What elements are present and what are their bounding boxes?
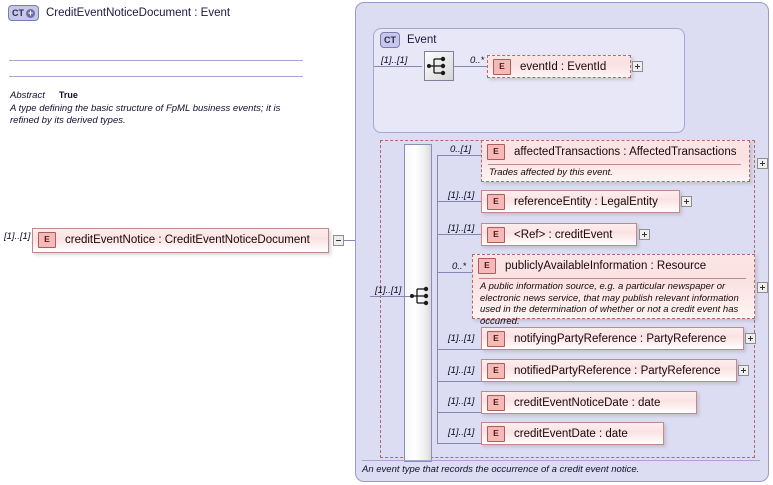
element-creditEvent-ref-expand-button[interactable] — [639, 229, 650, 240]
base-type-abstract-row: Abstract True — [10, 90, 78, 101]
referenceEntity-cardinality: [1]..[1] — [448, 190, 475, 201]
branch-line-creditEventDate — [437, 443, 481, 444]
base-type-header: CT Event — [380, 32, 436, 48]
element-affectedTransactions-documentation: Trades affected by this event. — [489, 167, 613, 178]
base-ct-badge-text: CT — [384, 34, 396, 45]
notifyingPartyReference-cardinality: [1]..[1] — [448, 333, 475, 344]
element-referenceEntity-row: E referenceEntity : LegalEntity — [482, 191, 679, 212]
sequence-icon-glyph — [427, 56, 446, 76]
ct-badge-text: CT — [12, 7, 24, 18]
complex-type-header: CT+ CreditEventNoticeDocument : Event — [8, 5, 230, 21]
element-badge-icon: E — [487, 193, 505, 210]
element-badge-icon: E — [487, 425, 505, 442]
root-element-collapse-button[interactable] — [333, 235, 344, 246]
element-creditEventNoticeDate-label: creditEventNoticeDate : date — [514, 396, 661, 409]
eventid-connector-line — [453, 66, 487, 67]
base-type-title: Event — [407, 34, 437, 46]
sequence-icon[interactable] — [424, 51, 454, 81]
affectedTransactions-cardinality: 0..[1] — [450, 144, 472, 155]
base-type-divider-2 — [9, 76, 303, 77]
sequence-icon-glyph — [410, 286, 429, 306]
element-creditEventNoticeDate[interactable]: E creditEventNoticeDate : date — [481, 391, 697, 414]
element-publiclyAvailableInformation[interactable]: E publiclyAvailableInformation : Resourc… — [472, 254, 755, 327]
element-notifiedPartyReference[interactable]: E notifiedPartyReference : PartyReferenc… — [481, 359, 737, 382]
element-notifiedPartyReference-label: notifiedPartyReference : PartyReference — [514, 364, 721, 377]
complex-type-documentation: An event type that records the occurrenc… — [362, 464, 640, 475]
base-compositor-inlet-line — [374, 66, 422, 67]
element-badge-icon: E — [38, 231, 56, 248]
element-badge-icon: E — [493, 58, 511, 75]
branch-line-publiclyAvailableInformation — [437, 272, 481, 273]
element-affectedTransactions-label: affectedTransactions : AffectedTransacti… — [514, 145, 737, 158]
derived-compositor-cardinality: [1]..[1] — [375, 285, 402, 296]
element-publiclyAvailableInformation-row: E publiclyAvailableInformation : Resourc… — [473, 255, 754, 276]
publiclyAvailableInformation-cardinality: 0..* — [452, 261, 467, 272]
derived-compositor-inlet-line — [370, 296, 411, 297]
element-publiclyAvailableInformation-label: publiclyAvailableInformation : Resource — [505, 259, 707, 272]
branch-line-referenceEntity — [437, 201, 481, 202]
element-creditEvent-ref-row: E <Ref> : creditEvent — [482, 224, 636, 245]
base-compositor-cardinality: [1]..[1] — [381, 55, 408, 66]
root-to-type-connector — [344, 240, 358, 241]
element-referenceEntity-label: referenceEntity : LegalEntity — [514, 195, 658, 208]
element-eventId-label: eventId : EventId — [520, 60, 607, 73]
element-notifyingPartyReference-expand-button[interactable] — [745, 333, 756, 344]
creditEventNoticeDate-cardinality: [1]..[1] — [448, 396, 475, 407]
base-type-documentation: A type defining the basic structure of F… — [10, 103, 281, 126]
root-element-row: E creditEventNotice : CreditEventNoticeD… — [33, 229, 328, 250]
root-element-creditEventNotice[interactable]: E creditEventNotice : CreditEventNoticeD… — [32, 228, 329, 253]
element-publiclyAvailableInformation-expand-button[interactable] — [757, 282, 768, 293]
complex-type-divider — [362, 460, 760, 461]
element-badge-icon: E — [487, 362, 505, 379]
element-badge-icon: E — [487, 226, 505, 243]
element-notifyingPartyReference-label: notifyingPartyReference : PartyReference — [514, 332, 727, 345]
element-creditEventDate-label: creditEventDate : date — [514, 427, 628, 440]
element-notifyingPartyReference[interactable]: E notifyingPartyReference : PartyReferen… — [481, 327, 744, 350]
branch-line-affectedTransactions — [437, 155, 481, 156]
element-creditEventNoticeDate-row: E creditEventNoticeDate : date — [482, 392, 696, 413]
complex-type-title: CreditEventNoticeDocument : Event — [46, 7, 231, 19]
element-affectedTransactions-divider — [488, 164, 741, 165]
element-creditEventDate-row: E creditEventDate : date — [482, 423, 663, 444]
notifiedPartyReference-cardinality: [1]..[1] — [448, 365, 475, 376]
branch-line-creditEventRef — [437, 234, 481, 235]
derived-branch-trunk — [437, 155, 438, 443]
abstract-value: True — [58, 90, 78, 100]
element-creditEvent-ref-label: <Ref> : creditEvent — [514, 228, 613, 241]
complextype-badge-icon[interactable]: CT+ — [8, 5, 39, 21]
base-complextype-badge-icon[interactable]: CT — [380, 32, 400, 48]
element-publiclyAvailableInformation-documentation: A public information source, e.g. a part… — [480, 281, 739, 327]
element-badge-icon: E — [487, 394, 505, 411]
root-element-label: creditEventNotice : CreditEventNoticeDoc… — [65, 233, 310, 246]
eventid-cardinality: 0..* — [470, 55, 485, 66]
element-affectedTransactions-expand-button[interactable] — [757, 158, 768, 169]
branch-line-notifiedPartyReference — [437, 381, 481, 382]
ct-expand-plus-icon[interactable]: + — [26, 8, 35, 18]
element-eventId-row: E eventId : EventId — [488, 56, 630, 77]
element-affectedTransactions[interactable]: E affectedTransactions : AffectedTransac… — [481, 140, 750, 182]
element-eventId-expand-button[interactable] — [632, 61, 643, 72]
element-affectedTransactions-row: E affectedTransactions : AffectedTransac… — [482, 141, 749, 162]
element-badge-icon: E — [487, 330, 505, 347]
element-creditEventDate[interactable]: E creditEventDate : date — [481, 422, 664, 445]
element-badge-icon: E — [478, 257, 496, 274]
element-notifiedPartyReference-row: E notifiedPartyReference : PartyReferenc… — [482, 360, 736, 381]
root-element-cardinality: [1]..[1] — [4, 231, 31, 242]
creditEventRef-cardinality: [1]..[1] — [448, 223, 475, 234]
element-referenceEntity[interactable]: E referenceEntity : LegalEntity — [481, 190, 680, 213]
branch-line-notifyingPartyReference — [437, 349, 481, 350]
element-notifyingPartyReference-row: E notifyingPartyReference : PartyReferen… — [482, 328, 743, 349]
element-notifiedPartyReference-expand-button[interactable] — [738, 365, 749, 376]
element-eventId[interactable]: E eventId : EventId — [487, 55, 631, 78]
base-type-divider-1 — [9, 60, 303, 61]
creditEventDate-cardinality: [1]..[1] — [448, 427, 475, 438]
element-publiclyAvailableInformation-divider — [479, 278, 746, 279]
element-badge-icon: E — [487, 143, 505, 160]
element-referenceEntity-expand-button[interactable] — [681, 196, 692, 207]
sequence-icon[interactable] — [408, 282, 438, 312]
abstract-label: Abstract — [10, 90, 45, 101]
element-creditEvent-ref[interactable]: E <Ref> : creditEvent — [481, 223, 637, 246]
branch-line-creditEventNoticeDate — [437, 412, 481, 413]
